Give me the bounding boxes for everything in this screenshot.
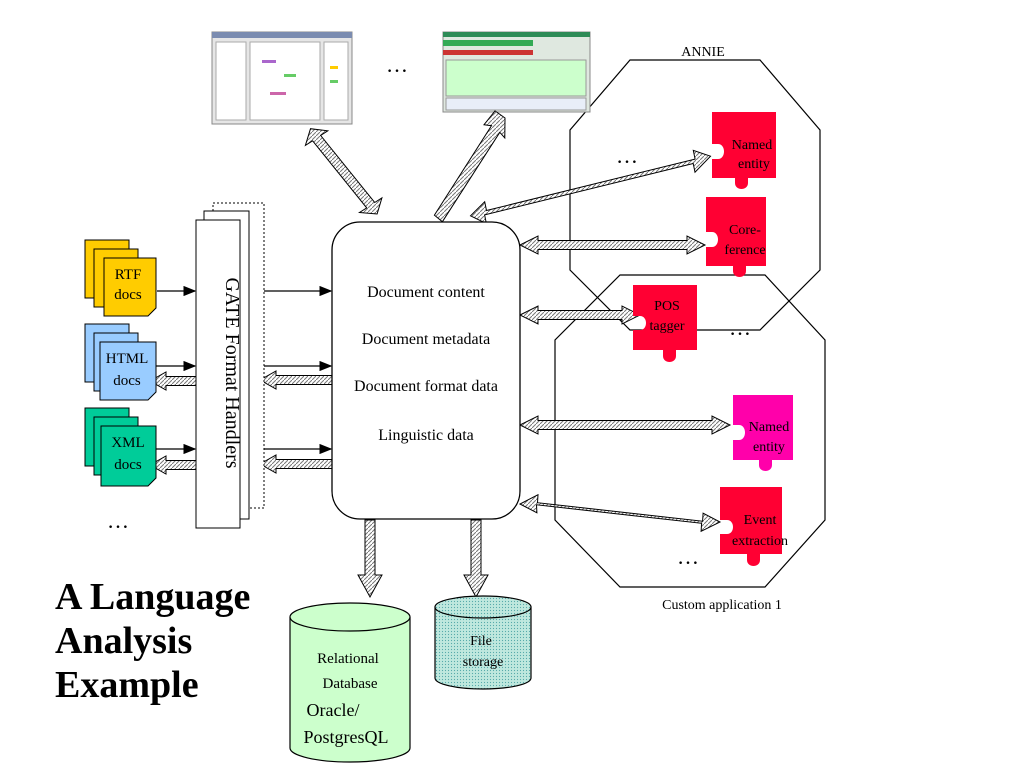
xml-docs-label-line1: XML [111, 435, 144, 451]
slide-title: A Language Analysis Example [55, 575, 315, 707]
title-line-3: Example [55, 664, 199, 706]
gate-format-handlers-box: GATE Format Handlers [195, 202, 265, 529]
custom-named-entity-module: Named entity [733, 395, 793, 471]
rtf-docs-label-line2: docs [114, 287, 142, 303]
annie-pos-tagger-module: POS tagger [633, 285, 697, 362]
custom-app-octagon [554, 274, 826, 588]
annie-named-entity-label-line2: entity [738, 157, 770, 172]
annie-named-entity-arrow [469, 149, 712, 225]
custom-named-entity-label-line1: Named [749, 420, 789, 435]
database-arrow [357, 519, 383, 599]
xml-return-arrow-inner [258, 454, 333, 474]
relational-database-cylinder: Relational Database Oracle/ PostgresQL [289, 602, 411, 763]
custom-app-ellipsis: … [677, 544, 699, 569]
html-docs-label-line1: HTML [106, 351, 149, 367]
annie-named-entity-label-line1: Named [732, 138, 772, 153]
document-content-label: Document content [367, 284, 485, 301]
gate-format-handlers-label: GATE Format Handlers [221, 277, 243, 468]
annie-coreference-label-line2: ference [724, 243, 765, 258]
gui-screenshot-thumbnail-right [442, 31, 591, 113]
linguistic-data-label: Linguistic data [378, 427, 474, 444]
custom-event-extraction-module: Event extraction [720, 487, 788, 566]
title-line-2: Analysis [55, 620, 193, 662]
html-docs-stack: HTML docs [84, 323, 157, 401]
annie-coreference-arrow [518, 235, 707, 255]
custom-named-entity-label-line2: entity [753, 440, 785, 455]
pos-tagger-ellipsis: … [729, 315, 751, 340]
event-extraction-label-line2: extraction [732, 534, 788, 549]
pos-tagger-label-line2: tagger [650, 319, 685, 334]
database-label-line2: Database [323, 676, 378, 692]
annie-pos-tagger-arrow [518, 305, 642, 325]
gui-screenshot-thumbnail-left [211, 31, 353, 125]
xml-docs-label-line2: docs [114, 457, 142, 473]
thumb-right-connector-arrow [433, 110, 506, 223]
thumbnails-ellipsis: … [386, 52, 408, 77]
document-metadata-label: Document metadata [362, 331, 490, 348]
file-storage-label-line2: storage [463, 655, 503, 670]
database-label-line4: PostgresQL [304, 727, 389, 747]
annie-octagon [569, 59, 821, 331]
title-line-1: A Language [55, 576, 251, 618]
input-docs-ellipsis: … [107, 508, 129, 533]
rtf-docs-stack: RTF docs [84, 239, 157, 317]
xml-return-arrow-outer [148, 455, 197, 475]
file-storage-arrow [463, 519, 489, 599]
annie-coreference-label-line1: Core- [729, 223, 761, 238]
rtf-docs-label-line1: RTF [115, 267, 142, 283]
file-storage-label-line1: File [470, 634, 492, 649]
annie-label: ANNIE [681, 45, 725, 60]
html-return-arrow-outer [148, 371, 197, 391]
custom-app-label: Custom application 1 [662, 598, 782, 613]
event-extraction-label-line1: Event [744, 513, 777, 528]
thumb-left-connector-arrow [304, 128, 383, 215]
html-docs-label-line2: docs [113, 373, 141, 389]
file-storage-cylinder: File storage [434, 595, 532, 690]
custom-named-entity-arrow [518, 415, 732, 435]
document-box: Document content Document metadata Docum… [331, 221, 521, 520]
pos-tagger-label-line1: POS [654, 299, 680, 314]
database-label-line3: Oracle/ [307, 700, 360, 720]
html-return-arrow-inner [258, 370, 333, 390]
document-format-data-label: Document format data [354, 378, 498, 395]
xml-docs-stack: XML docs [84, 407, 157, 487]
annie-coreference-module: Core- ference [706, 197, 766, 277]
annie-named-entity-module: Named entity [712, 112, 776, 189]
custom-event-extraction-arrow [518, 493, 722, 533]
database-label-line1: Relational [317, 651, 379, 667]
annie-ellipsis: … [616, 143, 638, 168]
